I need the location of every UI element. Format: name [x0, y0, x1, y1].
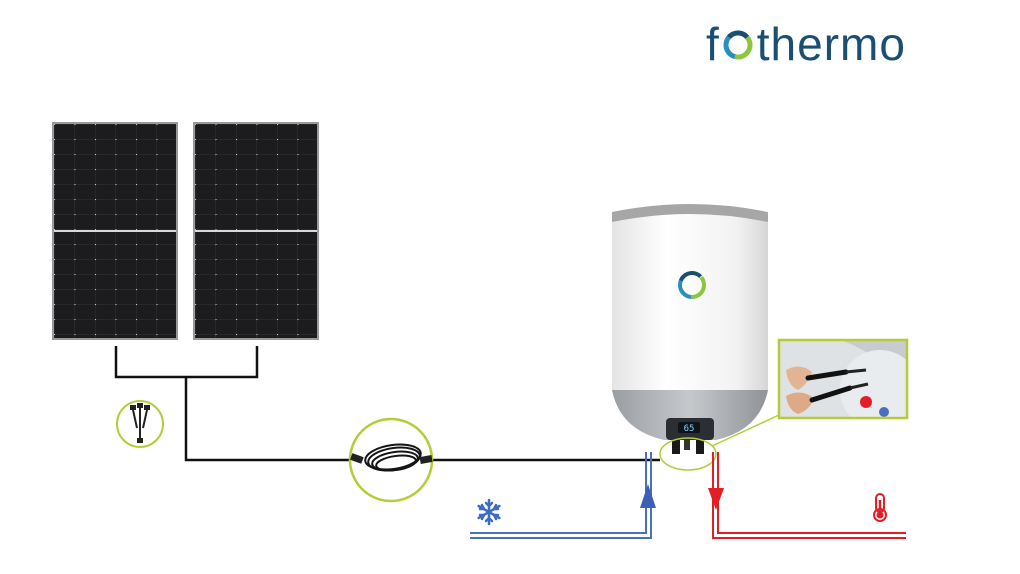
solar-panel-right	[193, 122, 319, 340]
logo-suffix: thermo	[756, 18, 906, 70]
connector-zoom-inset	[659, 338, 909, 471]
cold-water-pipe	[470, 452, 656, 539]
tank-logo-icon	[678, 271, 706, 299]
heater-display: 65	[684, 424, 695, 434]
thermometer-icon	[873, 493, 887, 522]
cold-flow-arrow	[640, 484, 656, 508]
y-connector-icon	[116, 400, 164, 448]
snowflake-icon	[477, 498, 501, 526]
logo-ring-icon	[723, 30, 753, 60]
cable-coil-icon	[348, 417, 434, 503]
logo-prefix: f	[706, 18, 720, 70]
solar-panel-left	[52, 122, 178, 340]
hot-water-pipe	[708, 452, 906, 539]
hot-flow-arrow	[708, 488, 724, 510]
water-heater: 65	[612, 204, 768, 454]
fothermo-logo: f thermo	[706, 14, 996, 74]
